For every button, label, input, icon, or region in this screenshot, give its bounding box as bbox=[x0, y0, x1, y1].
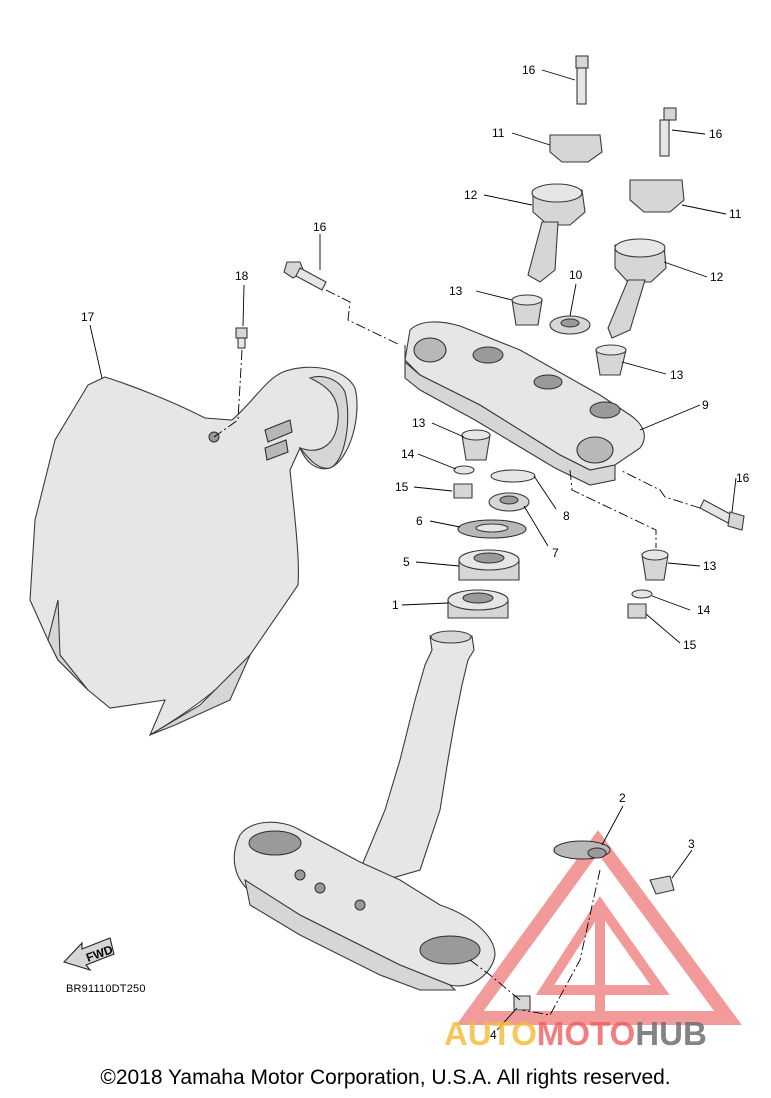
callout-4: 4 bbox=[490, 1028, 497, 1042]
fwd-label: FWD bbox=[84, 942, 115, 965]
small-parts bbox=[235, 294, 675, 1011]
callout-15-a: 15 bbox=[395, 480, 409, 494]
callout-13-a: 13 bbox=[449, 284, 463, 298]
callout-16-a: 16 bbox=[522, 63, 536, 77]
callout-8: 8 bbox=[563, 509, 570, 523]
callout-16-d: 16 bbox=[736, 471, 750, 485]
callout-14-a: 14 bbox=[401, 447, 415, 461]
assembly-lines bbox=[213, 289, 701, 1016]
callout-14-b: 14 bbox=[697, 603, 711, 617]
watermark-text: AUTOMOTOHUB bbox=[444, 1015, 707, 1053]
callout-13-d: 13 bbox=[703, 559, 717, 573]
upper-bracket bbox=[404, 321, 645, 486]
callout-13-b: 13 bbox=[670, 368, 684, 382]
watermark-auto: AUTO bbox=[444, 1015, 537, 1052]
handlebar-holder-left bbox=[527, 134, 603, 283]
leader-lines bbox=[89, 69, 737, 1031]
callout-9: 9 bbox=[702, 398, 709, 412]
callout-18: 18 bbox=[235, 269, 249, 283]
watermark-logo-triangle bbox=[456, 830, 742, 1025]
callout-11-b: 11 bbox=[729, 207, 742, 221]
callout-5: 5 bbox=[403, 555, 410, 569]
callout-numbers: 16 11 12 16 11 12 16 13 10 13 9 13 14 15… bbox=[81, 63, 750, 1042]
callout-6: 6 bbox=[416, 514, 423, 528]
diagram-code: BR91110DT250 bbox=[66, 983, 146, 995]
fwd-arrow-icon: FWD bbox=[62, 937, 115, 972]
callout-12-a: 12 bbox=[464, 188, 478, 202]
callout-17: 17 bbox=[81, 310, 95, 324]
callout-10: 10 bbox=[569, 268, 583, 282]
callout-11-a: 11 bbox=[492, 126, 505, 140]
callout-7: 7 bbox=[552, 546, 559, 560]
copyright-notice: ©2018 Yamaha Motor Corporation, U.S.A. A… bbox=[100, 1066, 671, 1089]
callout-3: 3 bbox=[688, 837, 695, 851]
callout-16-c: 16 bbox=[313, 220, 327, 234]
handlebar-holder-right bbox=[607, 179, 685, 339]
under-bracket-steering-stem bbox=[233, 630, 496, 991]
bolts-16 bbox=[283, 55, 745, 531]
watermark-moto: MOTO bbox=[536, 1015, 636, 1052]
callout-12-b: 12 bbox=[710, 270, 724, 284]
callout-2: 2 bbox=[619, 791, 626, 805]
callout-16-b: 16 bbox=[709, 127, 723, 141]
callout-15-b: 15 bbox=[683, 638, 697, 652]
callout-13-c: 13 bbox=[412, 416, 426, 430]
number-plate bbox=[29, 366, 358, 737]
watermark-hub: HUB bbox=[635, 1015, 707, 1052]
callout-1: 1 bbox=[392, 598, 399, 612]
